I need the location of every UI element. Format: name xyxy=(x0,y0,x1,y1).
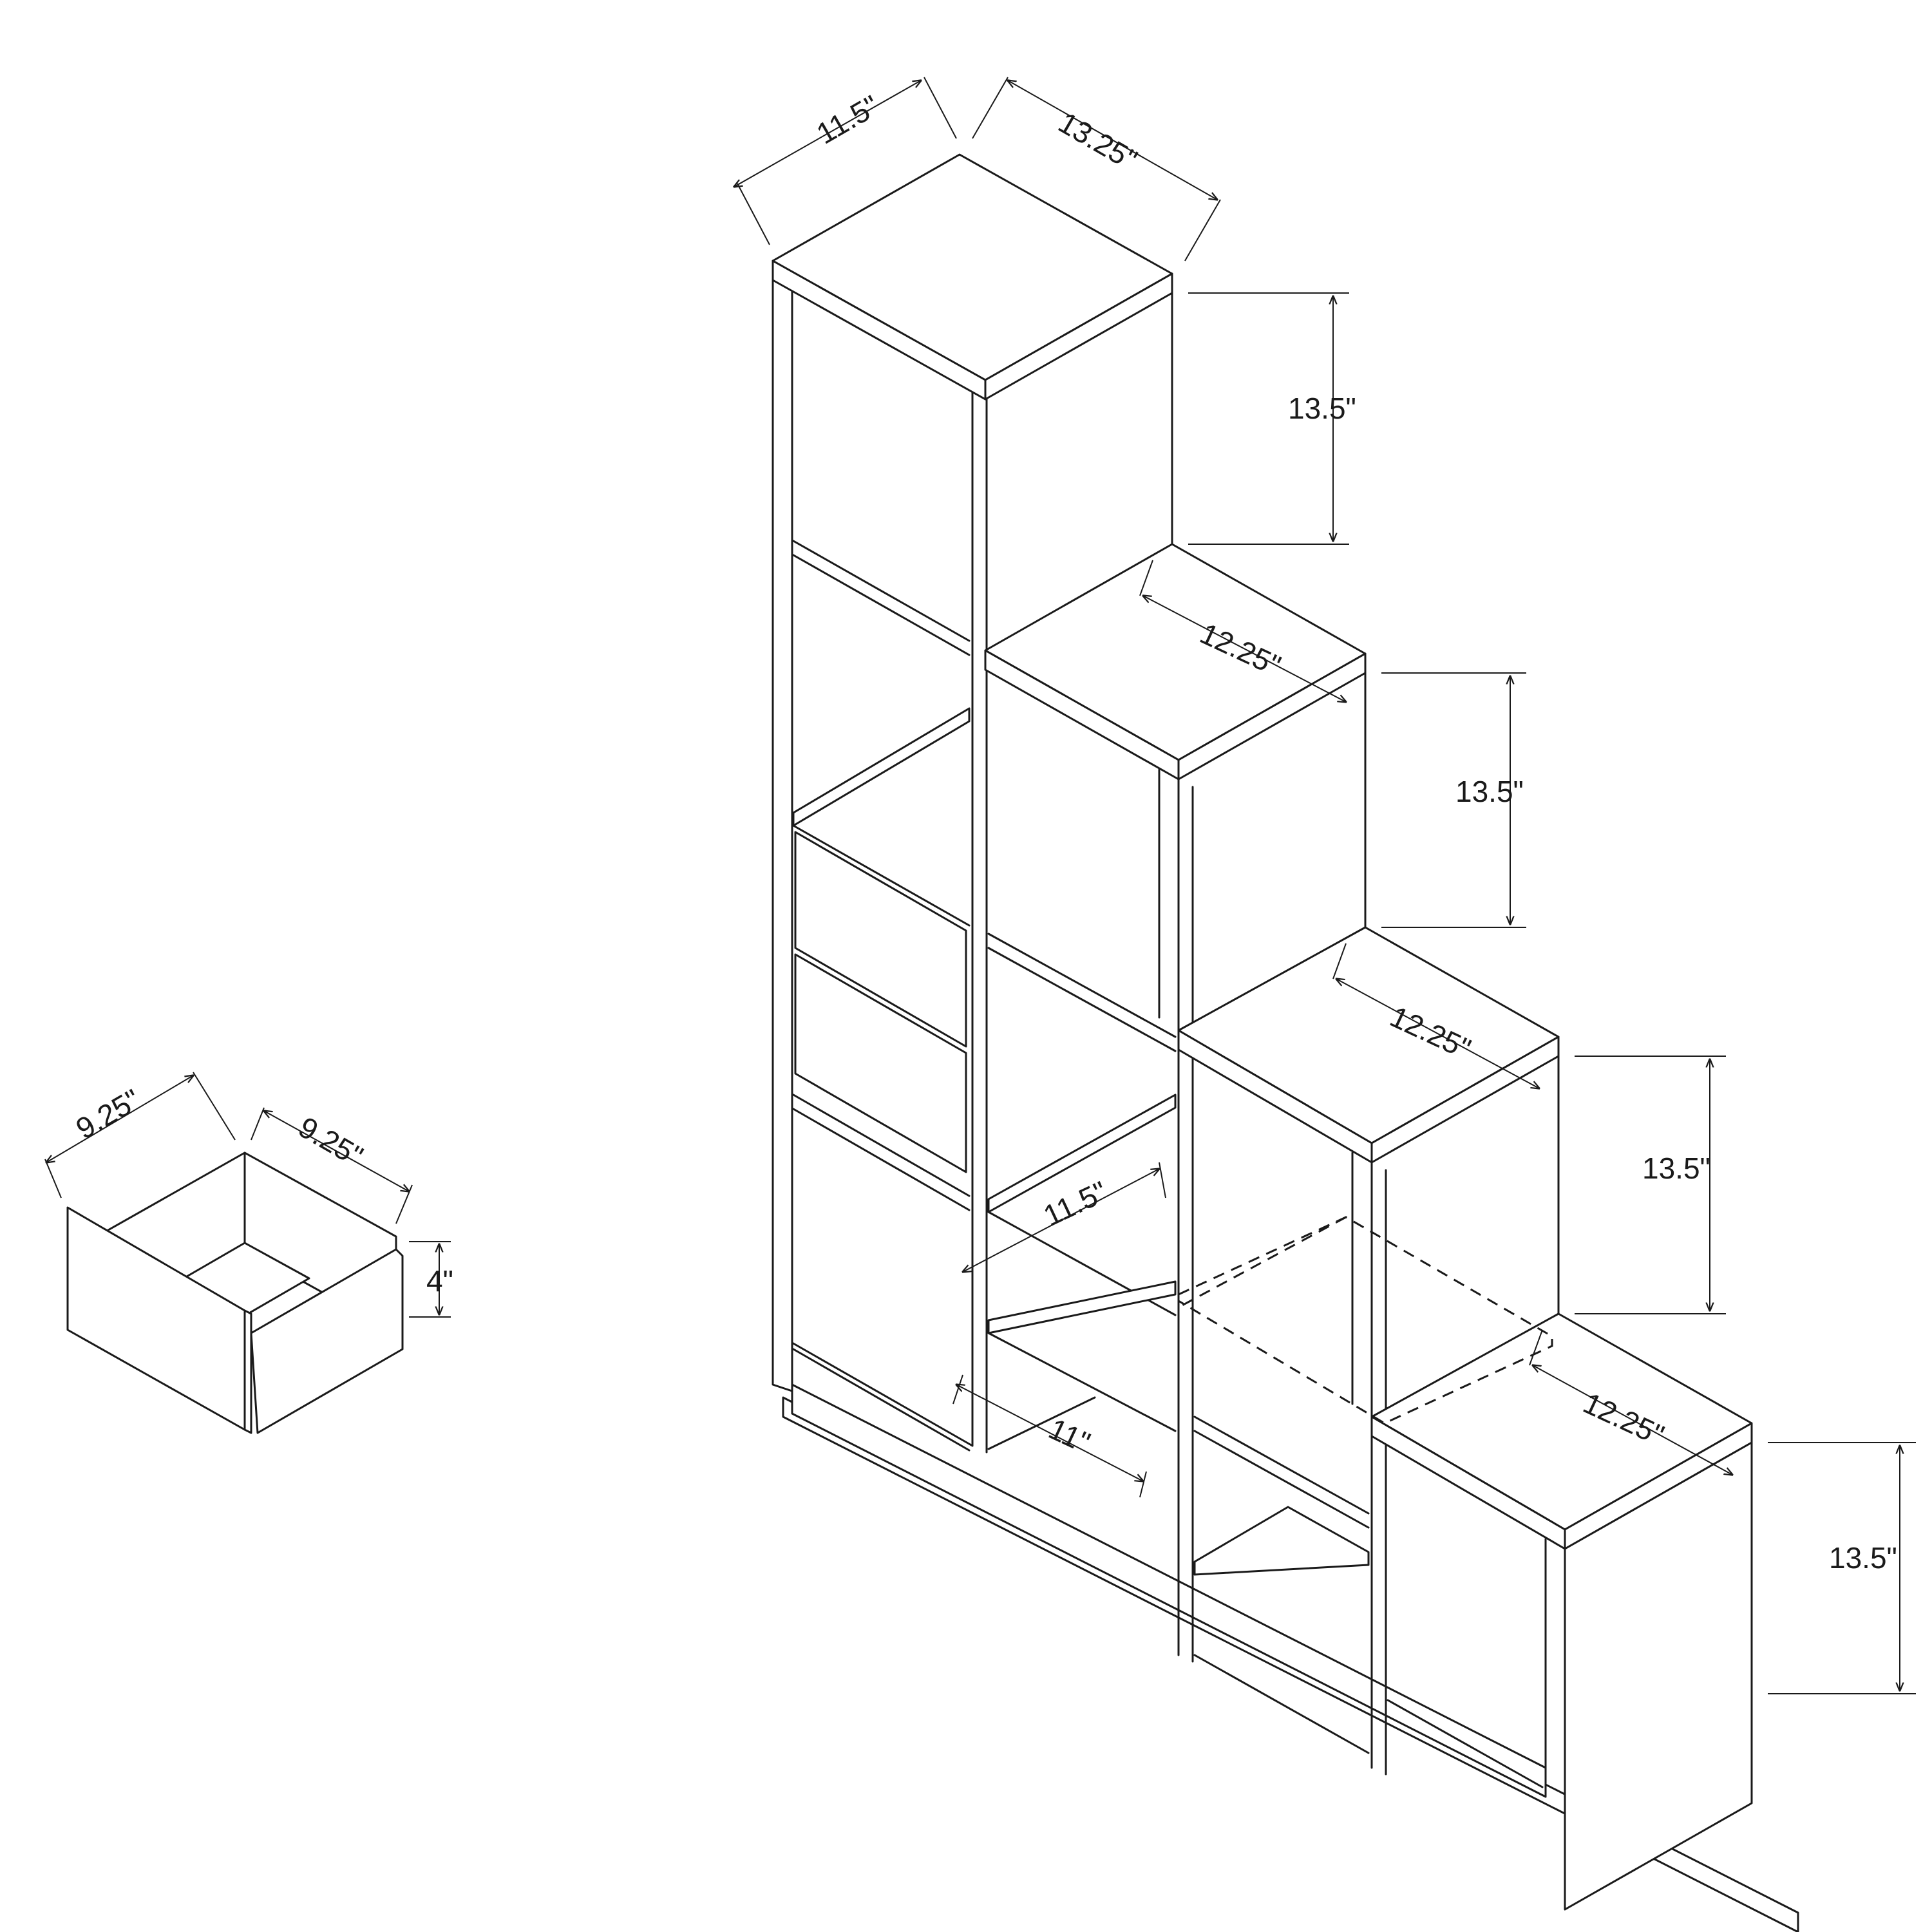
label-drawer-height: 4" xyxy=(426,1264,453,1298)
cubby-dashed-box xyxy=(1178,1216,1553,1425)
dim-t2-step-ext xyxy=(1139,560,1153,596)
col1-shelf-2 xyxy=(792,707,971,827)
dim-drawer-width-ext-b xyxy=(193,1072,236,1141)
label-tier-2-height: 13.5" xyxy=(1455,775,1524,808)
tier-4 xyxy=(1370,1312,1753,1911)
dim-cubby-depth-line xyxy=(963,1169,1159,1272)
col1-drawer-upper xyxy=(794,831,967,1048)
dim-cubby-width-ext-b xyxy=(1139,1471,1147,1498)
label-cubby-depth: 11.5" xyxy=(1038,1175,1112,1233)
label-tier-3-height: 13.5" xyxy=(1642,1151,1710,1185)
top-panel xyxy=(772,153,1173,401)
dim-t3-step-ext xyxy=(1332,943,1347,980)
col2-shelf-1b xyxy=(987,947,1177,1052)
dim-drawer-depth-ext-b xyxy=(395,1184,413,1224)
dim-cubby-width-line xyxy=(956,1385,1143,1481)
drawer-right-side xyxy=(250,1248,404,1434)
label-tier-4-height: 13.5" xyxy=(1829,1541,1897,1575)
dim-top-width-ext-a xyxy=(972,77,1009,139)
col3-shelf-2 xyxy=(1193,1506,1370,1576)
col1-shelf-3b xyxy=(792,1108,971,1211)
dim-t2-step-line xyxy=(1143,596,1346,702)
tier-2-top xyxy=(984,543,1367,761)
dim-t3-step-line xyxy=(1336,979,1539,1088)
cubby-outline xyxy=(1178,1216,1553,1425)
col3-bottom xyxy=(1193,1654,1370,1754)
label-tier-1-height: 13.5" xyxy=(1288,392,1356,425)
dim-top-depth-line xyxy=(734,80,921,187)
dim-drawer-width-line xyxy=(46,1075,193,1162)
dim-drawer-depth-line xyxy=(264,1111,409,1191)
col1-shelf-3 xyxy=(792,1094,971,1197)
stair-shelf xyxy=(772,153,1799,1932)
col2-shelf-3 xyxy=(987,1280,1177,1334)
dim-top-depth-ext-a xyxy=(737,183,770,245)
tier-1-left-side xyxy=(772,269,793,1392)
label-drawer-width: 9.25" xyxy=(70,1083,146,1146)
dim-drawer-depth-ext-a xyxy=(251,1107,265,1141)
col2-shelf-1 xyxy=(987,933,1177,1038)
tier-3-top xyxy=(1177,926,1560,1144)
cubby-dashed-diag xyxy=(1178,1216,1347,1309)
drawer-front-edge xyxy=(243,1309,252,1434)
tier-1-column xyxy=(772,269,988,1454)
dim-t4-step-line xyxy=(1533,1365,1732,1475)
col4-bottom xyxy=(1387,1699,1544,1788)
tier-4-side xyxy=(1564,1441,1753,1911)
label-drawer-depth: 9.25" xyxy=(293,1110,369,1173)
dim-t4-step-ext xyxy=(1529,1329,1543,1366)
label-top-depth: 11.5" xyxy=(811,88,885,150)
dim-drawer-width-ext-a xyxy=(44,1159,62,1198)
col3-shelf-1b xyxy=(1193,1430,1370,1529)
label-top-width: 13.25" xyxy=(1053,106,1143,177)
col1-shelf-2-front xyxy=(792,824,971,927)
dim-top-width-ext-b xyxy=(1184,199,1221,261)
col1-bottom xyxy=(792,1348,971,1452)
drawer xyxy=(66,1151,404,1434)
col3-shelf-1 xyxy=(1193,1416,1370,1515)
col1-shelf-1b xyxy=(792,554,971,656)
dim-cubby-depth-ext xyxy=(1159,1162,1166,1198)
dim-top-depth-ext-b xyxy=(923,77,957,139)
col1-shelf-1 xyxy=(792,540,971,642)
dim-top-width-line xyxy=(1008,80,1217,200)
